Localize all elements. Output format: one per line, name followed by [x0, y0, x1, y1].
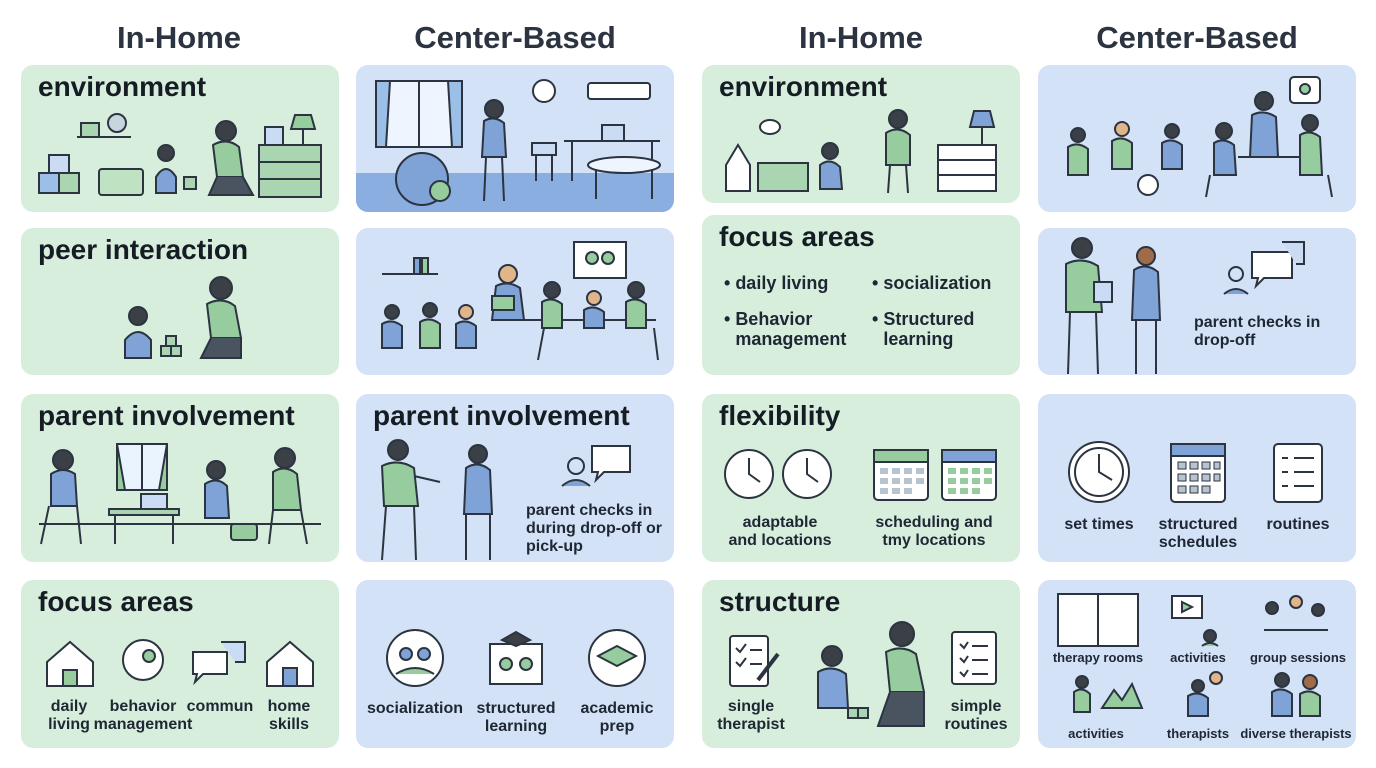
- bullet-text: socialization: [883, 273, 992, 293]
- resource-label-therapy-rooms: therapy rooms: [1052, 650, 1144, 665]
- card-center-resources: therapy rooms activities group sessions …: [1038, 580, 1356, 748]
- resource-label-therapists: therapists: [1166, 726, 1230, 741]
- flex-label-scheduling: scheduling and tmy locations: [875, 514, 993, 549]
- card-title: environment: [719, 71, 888, 102]
- card-title: structure: [719, 586, 841, 617]
- focus-label-home-skills: home skills: [267, 698, 311, 733]
- schedule-label-set-times: set times: [1064, 516, 1134, 533]
- card-center-schedule: set times structured schedules routines: [1038, 394, 1356, 562]
- card-center-environment: [356, 65, 674, 212]
- focus-label-behavior-management: behavior management: [93, 698, 193, 733]
- flexibility-icons: [724, 449, 997, 501]
- parent-checks-in-dropoff: parent checks in drop-off: [1194, 314, 1321, 349]
- child-and-adult-illustration: [124, 276, 243, 359]
- resource-label-diverse-therapists: diverse therapists: [1240, 726, 1352, 741]
- resource-label-activities: activities: [1170, 650, 1226, 665]
- flex-label-adaptable: adaptable and locations: [728, 514, 832, 549]
- card-title: peer interaction: [38, 234, 249, 265]
- parent-and-therapist-illustration: [1065, 237, 1305, 375]
- structure-label-single-therapist: single therapist: [717, 698, 785, 733]
- bullet-text: Structured learning: [883, 309, 975, 349]
- bullet-behavior-management: • Behavior management: [724, 309, 847, 349]
- card-title: environment: [38, 71, 207, 102]
- card-title: focus areas: [719, 221, 875, 252]
- schedule-label-structured-schedules: structured schedules: [1158, 516, 1238, 551]
- resources-icons: [1057, 593, 1328, 717]
- structure-illustration: [729, 621, 997, 727]
- card-center-peer-interaction: [356, 228, 674, 375]
- bullet-text: Behavior management: [735, 309, 847, 349]
- card-inhome-flexibility: flexibility adaptable and locations sche…: [702, 394, 1020, 562]
- parent-and-staff-illustration: [380, 439, 631, 561]
- card-center-environment-2: [1038, 65, 1356, 212]
- card-center-parent-involvement: parent involvement parent checks in duri…: [356, 394, 674, 562]
- header-in-home-2: In-Home: [799, 20, 923, 55]
- resource-label-activities-2: activities: [1068, 726, 1124, 741]
- card-title: focus areas: [38, 586, 194, 617]
- card-inhome-focus-areas-2: focus areas • daily living • socializati…: [702, 215, 1020, 375]
- center-focus-socialization: socialization: [366, 700, 464, 717]
- focus-label-communication: commun: [186, 698, 254, 715]
- card-inhome-parent-involvement: parent involvement: [21, 394, 339, 562]
- resource-label-group-sessions: group sessions: [1249, 650, 1347, 665]
- center-room-illustration: [356, 79, 674, 212]
- parent-checks-in-note: parent checks in during drop-off or pick…: [526, 502, 662, 555]
- structure-label-simple-routines: simple routines: [944, 698, 1008, 733]
- group-of-children-illustration: [381, 241, 659, 361]
- center-focus-structured-learning: structured learning: [476, 700, 556, 735]
- center-focus-icons: [386, 629, 646, 687]
- center-focus-academic-prep: academic prep: [580, 700, 654, 735]
- card-inhome-focus-areas: focus areas daily living behavior manage…: [21, 580, 339, 748]
- focus-icons: [46, 639, 314, 687]
- bullet-structured-learning: • Structured learning: [872, 309, 975, 349]
- card-title: parent involvement: [373, 400, 630, 431]
- bullet-daily-living: • daily living: [724, 273, 829, 293]
- card-center-focus-areas: socialization structured learning academ…: [356, 580, 674, 748]
- home-environment-illustration-2: [725, 109, 997, 194]
- home-environment-illustration: [38, 113, 322, 198]
- card-inhome-structure: structure single therapist simple routin…: [702, 580, 1020, 748]
- family-at-home-illustration: [39, 443, 321, 545]
- header-center-based-2: Center-Based: [1096, 20, 1298, 55]
- header-in-home-1: In-Home: [117, 20, 241, 55]
- header-center-based-1: Center-Based: [414, 20, 616, 55]
- card-title: parent involvement: [38, 400, 295, 431]
- focus-label-daily-living: daily living: [48, 698, 90, 733]
- card-center-parent-checks: parent checks in drop-off: [1038, 228, 1356, 375]
- card-inhome-environment-2: environment: [702, 65, 1020, 203]
- bullet-socialization: • socialization: [872, 273, 992, 293]
- card-title: flexibility: [719, 400, 841, 431]
- schedule-label-routines: routines: [1266, 516, 1330, 533]
- bullet-text: daily living: [735, 273, 829, 293]
- center-group-illustration: [1067, 76, 1333, 198]
- card-inhome-peer-interaction: peer interaction: [21, 228, 339, 375]
- schedule-icons: [1068, 441, 1323, 503]
- card-inhome-environment: environment: [21, 65, 339, 212]
